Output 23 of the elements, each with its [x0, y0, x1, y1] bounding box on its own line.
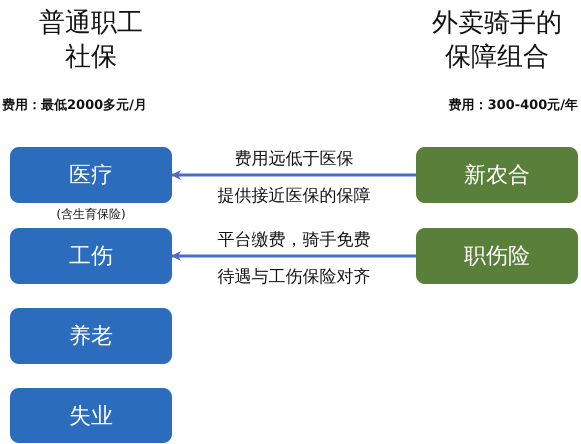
box-label: 职伤险 — [464, 243, 530, 271]
box-label: 新农合 — [464, 162, 530, 190]
cost-text: 费用：300-400元/年 — [448, 97, 578, 114]
box-label: 养老 — [69, 323, 113, 351]
category-box — [10, 228, 172, 284]
category-box — [416, 147, 578, 203]
box-label: 工伤 — [69, 243, 113, 271]
edge-label: 费用远低于医保 — [234, 148, 354, 170]
edge-label: 平台缴费，骑手免费 — [216, 229, 372, 251]
box-label: 失业 — [69, 402, 113, 430]
category-box — [10, 388, 172, 443]
arrow — [171, 251, 416, 261]
category-box — [10, 308, 172, 364]
column-heading: 外卖骑手的保障组合 — [431, 7, 563, 74]
column-heading: 普通职工社保 — [38, 7, 144, 74]
annotation-text: 提供接近医保的保障 — [216, 185, 372, 207]
category-box — [10, 147, 172, 203]
cost-text: 费用：最低2000多元/月 — [2, 97, 148, 114]
note-text: (含生育保险) — [55, 206, 127, 223]
box-label: 医疗 — [69, 162, 113, 190]
annotation-text: 待遇与工伤保险对齐 — [216, 266, 372, 288]
arrow — [171, 170, 416, 180]
category-box — [416, 228, 578, 284]
